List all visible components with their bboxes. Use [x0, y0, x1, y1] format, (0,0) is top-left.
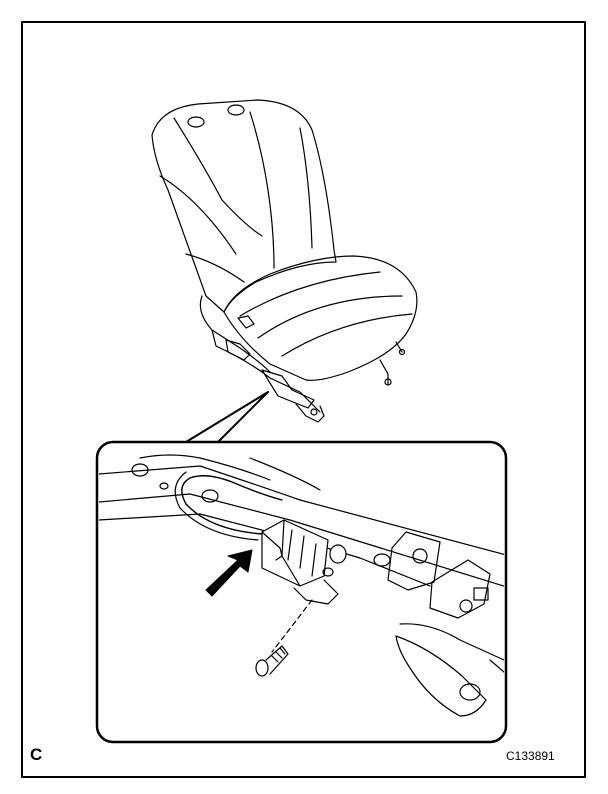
figure-code: C133891 [506, 749, 555, 763]
figure-border [21, 21, 586, 778]
seat-illustration [151, 99, 418, 423]
seat-back [151, 99, 337, 313]
figure-corner-label: C [30, 745, 43, 764]
detail-illustration [99, 454, 504, 717]
sensor-module [261, 519, 347, 605]
bolt-guide-line [271, 599, 313, 653]
seat-cushion [223, 255, 418, 381]
mounting-bolt [255, 645, 289, 677]
detail-box [95, 440, 508, 744]
indicator-arrow [205, 549, 253, 597]
wire-harness [181, 475, 283, 535]
seat-frame-rail [99, 454, 504, 717]
callout-leader [185, 391, 269, 443]
